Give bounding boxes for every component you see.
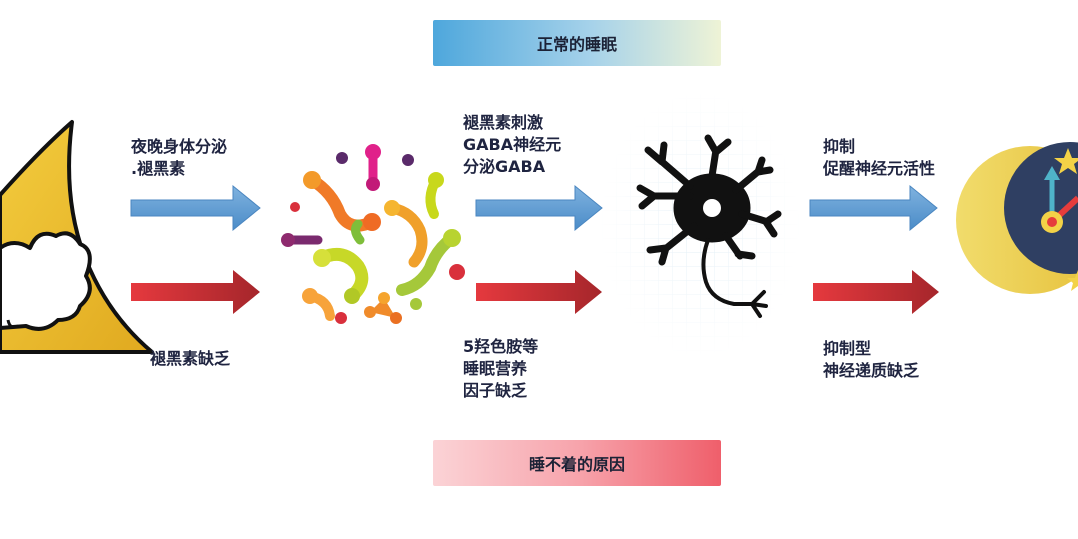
arrow-molecules-to-neuron: [475, 184, 603, 232]
neuron-icon: [636, 134, 782, 318]
label-melatonin-lack: 褪黑素缺乏: [150, 349, 231, 368]
moon-cloud-icon: [0, 120, 154, 354]
label-melatonin-secretion: 夜晚身体分泌 .褪黑素: [131, 137, 228, 178]
arrow-lack-to-neuron: [476, 270, 602, 314]
insomnia-cause-banner: 睡不着的原因: [433, 440, 721, 486]
label-inhibitory-transmitter-lack: 抑制型 神经递质缺乏: [823, 339, 920, 380]
arrow-lack-to-molecules: [131, 270, 260, 314]
normal-sleep-title: 正常的睡眠: [536, 35, 617, 54]
molecules-icon: [281, 144, 465, 324]
arrow-melatonin-to-molecules: [130, 184, 261, 232]
insomnia-cause-title: 睡不着的原因: [528, 455, 625, 474]
arrow-neuron-to-clock: [809, 184, 938, 232]
arrow-inhibitory-lack-to-clock: [813, 270, 939, 314]
label-gaba-stimulation: 褪黑素刺激 GABA神经元 分泌GABA: [463, 113, 562, 176]
label-inhibit-wake-neurons: 抑制 促醒神经元活性: [823, 137, 936, 178]
normal-sleep-banner: 正常的睡眠: [433, 20, 721, 66]
moon-clock-icon: [956, 142, 1078, 294]
label-nutrient-lack: 5羟色胺等 睡眠营养 因子缺乏: [463, 337, 539, 400]
